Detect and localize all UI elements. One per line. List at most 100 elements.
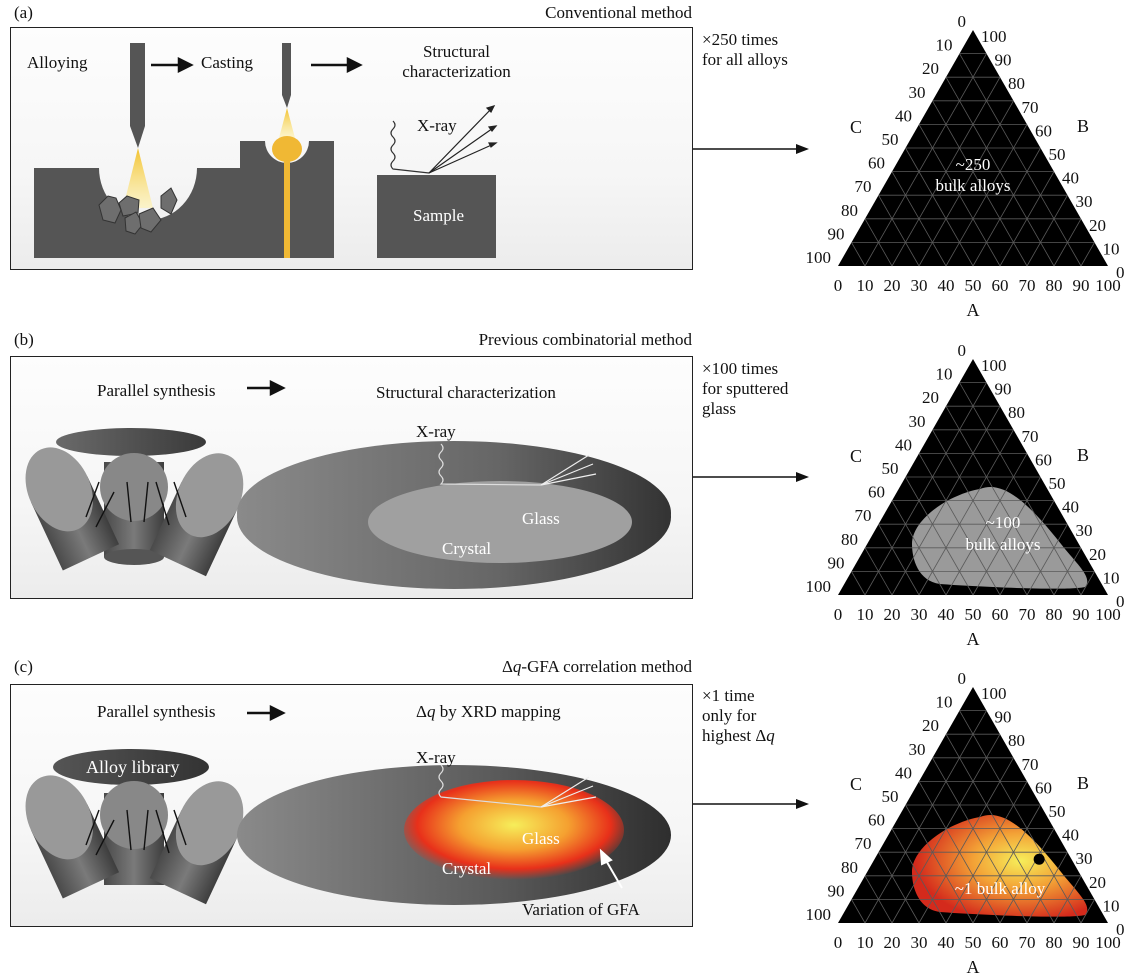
wafer-glass-region [368,481,632,563]
grid-line-a [972,804,1041,924]
tick-label-b: 80 [1008,74,1025,93]
xray-wave-b [438,443,542,486]
tick-label-b: 20 [1089,216,1106,235]
tick-label-a: 50 [965,276,982,295]
region-annotation: ~1 bulk alloy [955,879,1046,898]
tick-label-b: 50 [1049,802,1066,821]
panel-b-method-title: Previous combinatorial method [478,330,692,349]
tick-label-a: 20 [884,276,901,295]
grid-line-a [1053,547,1082,596]
glass-label: Glass [522,509,560,528]
tick-label-a: 60 [992,605,1009,624]
panel-b-label: (b) [14,330,34,349]
panel-c-illustration [25,704,671,905]
tick-label-a: 0 [834,276,843,295]
casting-electrode [282,43,291,108]
tick-label-c: 40 [895,763,912,782]
tick-label-c: 100 [806,905,832,924]
arc-flame [123,148,153,208]
tick-label-b: 70 [1022,98,1039,117]
grid-line-c [932,757,1028,924]
note-prefix: highest Δ [702,726,767,745]
grid-line-a [918,757,1014,924]
tick-label-b: 60 [1035,121,1052,140]
tick-label-a: 20 [884,933,901,952]
target-left [25,775,120,899]
diffracted-beams-c [540,776,597,808]
grid-line-a [972,476,1041,596]
tick-label-a: 70 [1019,933,1036,952]
grid-line-c [878,524,920,596]
glass-forming-region [912,814,1088,917]
tick-label-c: 70 [855,506,872,525]
panel-c-to-ternary-arrow [693,799,809,809]
tick-label-a: 30 [911,605,928,624]
delta-symbol: Δ [416,702,427,721]
grid-line-c [891,500,947,596]
tick-label-c: 30 [909,83,926,102]
tick-label-a: 90 [1073,276,1090,295]
tick-label-b: 80 [1008,731,1025,750]
panel-a-note: ×250 times for all alloys [702,30,788,70]
tick-label-a: 50 [965,605,982,624]
axis-label-c: C [850,117,862,137]
tick-label-a: 70 [1019,605,1036,624]
tick-label-c: 80 [841,201,858,220]
tick-label-b: 0 [1116,592,1125,611]
target-center [100,453,168,521]
tick-label-c: 60 [868,154,885,173]
panel-a-note-line2: for all alloys [702,50,788,69]
tick-label-a: 60 [992,933,1009,952]
tick-label-b: 80 [1008,403,1025,422]
tick-label-b: 70 [1022,427,1039,446]
tick-label-b: 60 [1035,778,1052,797]
tick-label-b: 90 [995,708,1012,727]
region-annotation-line1: ~250 [956,155,991,174]
grid-line-c [864,218,893,267]
electrode-shape [130,43,145,148]
axis-label-c: C [850,446,862,466]
tick-label-b: 90 [995,380,1012,399]
panel-a-illustration [34,43,498,258]
delta-symbol: Δ [501,657,513,676]
sample-block [377,175,496,258]
panel-c-method-title: Δq-GFA correlation method [502,657,692,677]
panel-b-note-line3: glass [702,399,736,418]
panel-b-box: Parallel synthesis Structural characteri… [10,356,693,599]
tick-label-c: 90 [828,881,845,900]
tick-label-c: 0 [958,669,967,688]
tick-label-a: 40 [938,933,955,952]
arrow-a2 [311,56,363,74]
grid-line-c [905,147,974,267]
target-center [100,781,168,849]
crystal-label: Crystal [442,539,492,558]
tick-label-a: 80 [1046,933,1063,952]
tick-label-b: 30 [1076,849,1093,868]
tick-label-a: 0 [834,933,843,952]
region-annotation-line1: ~100 [986,513,1021,532]
tick-label-b: 30 [1076,192,1093,211]
tick-label-c: 30 [909,412,926,431]
tick-label-b: 20 [1089,873,1106,892]
tick-label-c: 0 [958,341,967,360]
grid-line-a [1080,571,1095,596]
tick-label-c: 90 [828,553,845,572]
step-structural-label: Structural characterization [376,383,556,402]
axis-label-b: B [1077,116,1089,136]
grid-line-a [972,147,1041,267]
grid-line-a [918,429,1014,596]
tick-label-b: 30 [1076,521,1093,540]
panel-a-note-line1: ×250 times [702,30,779,49]
step-structural-line2: characterization [402,62,511,81]
panel-b-illustration [25,379,671,589]
step-structural-label: Structural characterization [389,42,524,82]
tick-label-a: 30 [911,276,928,295]
grid-line-a [864,53,987,267]
wafer-gfa-map [404,780,624,880]
tick-label-c: 100 [806,248,832,267]
casting-mold [240,141,334,258]
xray-wave-c [438,764,542,808]
sputter-arrows [85,809,187,856]
tick-label-a: 100 [1095,933,1121,952]
